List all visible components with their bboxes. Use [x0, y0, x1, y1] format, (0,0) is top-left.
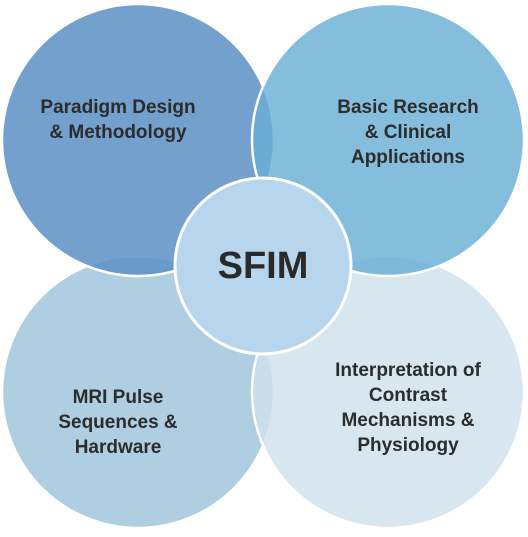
label-basic-research: Basic Research & Clinical Applications — [337, 96, 479, 168]
label-interpretation-contrast: Interpretation of Contrast Mechanisms & … — [335, 360, 481, 456]
label-paradigm-design: Paradigm Design & Methodology — [40, 97, 196, 143]
center-label: SFIM — [217, 245, 309, 287]
label-mri-pulse-sequences: MRI Pulse Sequences & Hardware — [58, 386, 178, 458]
circle-center — [173, 176, 353, 356]
